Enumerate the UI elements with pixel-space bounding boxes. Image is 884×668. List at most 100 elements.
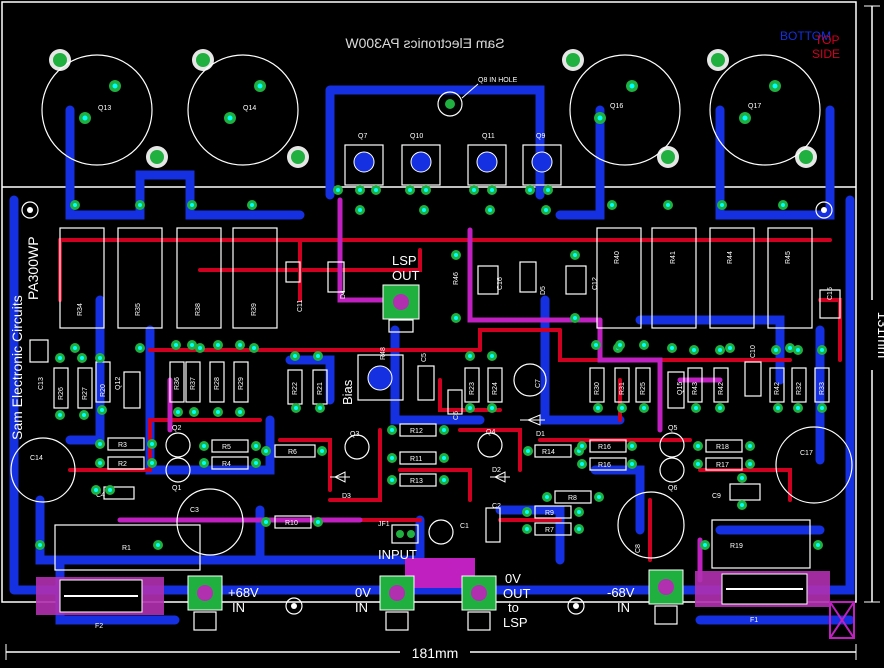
svg-text:0V: 0V	[505, 571, 521, 586]
svg-text:R22: R22	[292, 382, 299, 395]
svg-text:R23: R23	[469, 382, 476, 395]
svg-text:R45: R45	[785, 251, 792, 264]
svg-text:R26: R26	[58, 387, 65, 400]
svg-text:D1: D1	[536, 431, 545, 438]
corner-marker	[829, 601, 855, 639]
svg-text:C9: C9	[712, 493, 721, 500]
svg-text:R1: R1	[122, 545, 131, 552]
svg-text:to: to	[508, 600, 519, 615]
svg-text:R32: R32	[796, 382, 803, 395]
svg-text:C13: C13	[38, 377, 45, 390]
svg-text:Q11: Q11	[482, 133, 495, 140]
svg-text:Q5: Q5	[668, 425, 677, 432]
svg-text:R9: R9	[545, 510, 554, 517]
vertical-title-line1: Sam Electronic Circuits	[9, 295, 25, 440]
svg-text:C10: C10	[750, 345, 757, 358]
power-transistor-q16: Q16	[562, 49, 681, 168]
svg-text:R20: R20	[100, 384, 107, 397]
svg-text:R11: R11	[410, 456, 422, 463]
svg-text:Bias: Bias	[340, 379, 355, 405]
svg-text:R35: R35	[135, 303, 142, 316]
small-transistors: Q2 Q1 Q3 Q4 Q5 Q6 Q12 Q15	[115, 371, 685, 492]
svg-text:LSP: LSP	[392, 253, 417, 268]
power-resistors: R34 R35 R38 R39 R40 R41 R44 R45	[59, 227, 813, 329]
svg-text:R44: R44	[727, 251, 734, 264]
svg-text:C1: C1	[460, 523, 469, 530]
dimension-width: 181mm	[5, 643, 857, 661]
power-transistor-q14: Q14	[187, 49, 309, 168]
svg-text:D2: D2	[492, 467, 501, 474]
svg-text:Q6: Q6	[668, 485, 677, 492]
svg-text:Q9: Q9	[536, 133, 545, 140]
svg-text:R6: R6	[288, 449, 297, 456]
resistor-r19	[711, 519, 811, 569]
svg-text:R16: R16	[598, 462, 611, 469]
svg-text:C14: C14	[30, 455, 43, 462]
svg-text:R10: R10	[285, 520, 298, 527]
svg-text:C8: C8	[635, 544, 642, 553]
svg-text:Q10: Q10	[410, 133, 423, 140]
svg-text:C16: C16	[497, 277, 504, 290]
svg-text:D5: D5	[540, 286, 547, 295]
svg-text:R13: R13	[410, 478, 423, 485]
height-dimension-label: 131mm	[875, 312, 884, 359]
resistor-r1	[54, 524, 201, 571]
svg-text:R42: R42	[774, 382, 781, 395]
svg-text:R21: R21	[317, 382, 324, 395]
svg-text:IN: IN	[355, 600, 368, 615]
svg-text:C4: C4	[96, 492, 105, 499]
svg-text:R25: R25	[640, 382, 647, 395]
svg-text:JF1: JF1	[378, 521, 390, 528]
svg-text:Q15: Q15	[677, 382, 684, 395]
svg-text:+68V: +68V	[228, 585, 259, 600]
svg-text:R3: R3	[118, 442, 127, 449]
svg-text:R16: R16	[598, 444, 611, 451]
svg-text:C2: C2	[492, 503, 501, 510]
svg-text:-68V: -68V	[607, 585, 635, 600]
mounting-holes	[21, 201, 833, 615]
lsp-out-connector: LSP OUT	[382, 253, 420, 333]
svg-text:R33: R33	[819, 382, 826, 395]
svg-text:R12: R12	[410, 428, 423, 435]
svg-text:C6: C6	[453, 411, 460, 420]
svg-text:INPUT: INPUT	[378, 547, 417, 562]
trimmer-row: Q7 Q10 Q11 Q9	[344, 133, 562, 186]
svg-text:R4: R4	[222, 461, 231, 468]
svg-text:R8: R8	[568, 495, 577, 502]
svg-text:R5: R5	[222, 444, 231, 451]
svg-text:Q13: Q13	[98, 105, 111, 112]
power-transistor-q17: Q17	[707, 49, 821, 168]
svg-text:C7: C7	[535, 379, 542, 388]
svg-text:R7: R7	[545, 527, 554, 534]
board-outline	[1, 1, 857, 603]
svg-text:R17: R17	[716, 462, 729, 469]
svg-text:R19: R19	[730, 543, 743, 550]
svg-text:IN: IN	[617, 600, 630, 615]
svg-text:R37: R37	[190, 377, 197, 390]
svg-text:R43: R43	[692, 382, 699, 395]
small-cap-labels: C11 C16 C12 C15 C13 C4 C5 C6 C7 C2 C1 C9…	[29, 261, 841, 543]
bias-pot: Bias R48	[340, 347, 404, 405]
svg-text:OUT: OUT	[392, 268, 420, 283]
svg-text:R38: R38	[195, 303, 202, 316]
svg-text:C11: C11	[297, 300, 304, 312]
svg-text:R30: R30	[594, 382, 601, 395]
svg-text:0V: 0V	[355, 585, 371, 600]
svg-text:R48: R48	[380, 347, 387, 360]
svg-text:R28: R28	[214, 377, 221, 390]
svg-text:R14: R14	[542, 449, 555, 456]
diodes: D4 D5 D3 D2 D1	[327, 261, 547, 500]
svg-text:Q14: Q14	[243, 105, 256, 112]
svg-text:R40: R40	[614, 251, 621, 264]
svg-text:Q16: Q16	[610, 103, 623, 110]
svg-text:R36: R36	[174, 377, 181, 390]
svg-text:R42: R42	[718, 382, 725, 395]
svg-text:R29: R29	[238, 377, 245, 390]
svg-text:Q1: Q1	[172, 485, 181, 492]
svg-text:C17: C17	[800, 450, 813, 457]
side-label-top: TOP	[815, 33, 839, 47]
vertical-title-line2: PA300WP	[25, 236, 41, 300]
svg-text:D4: D4	[340, 290, 347, 299]
